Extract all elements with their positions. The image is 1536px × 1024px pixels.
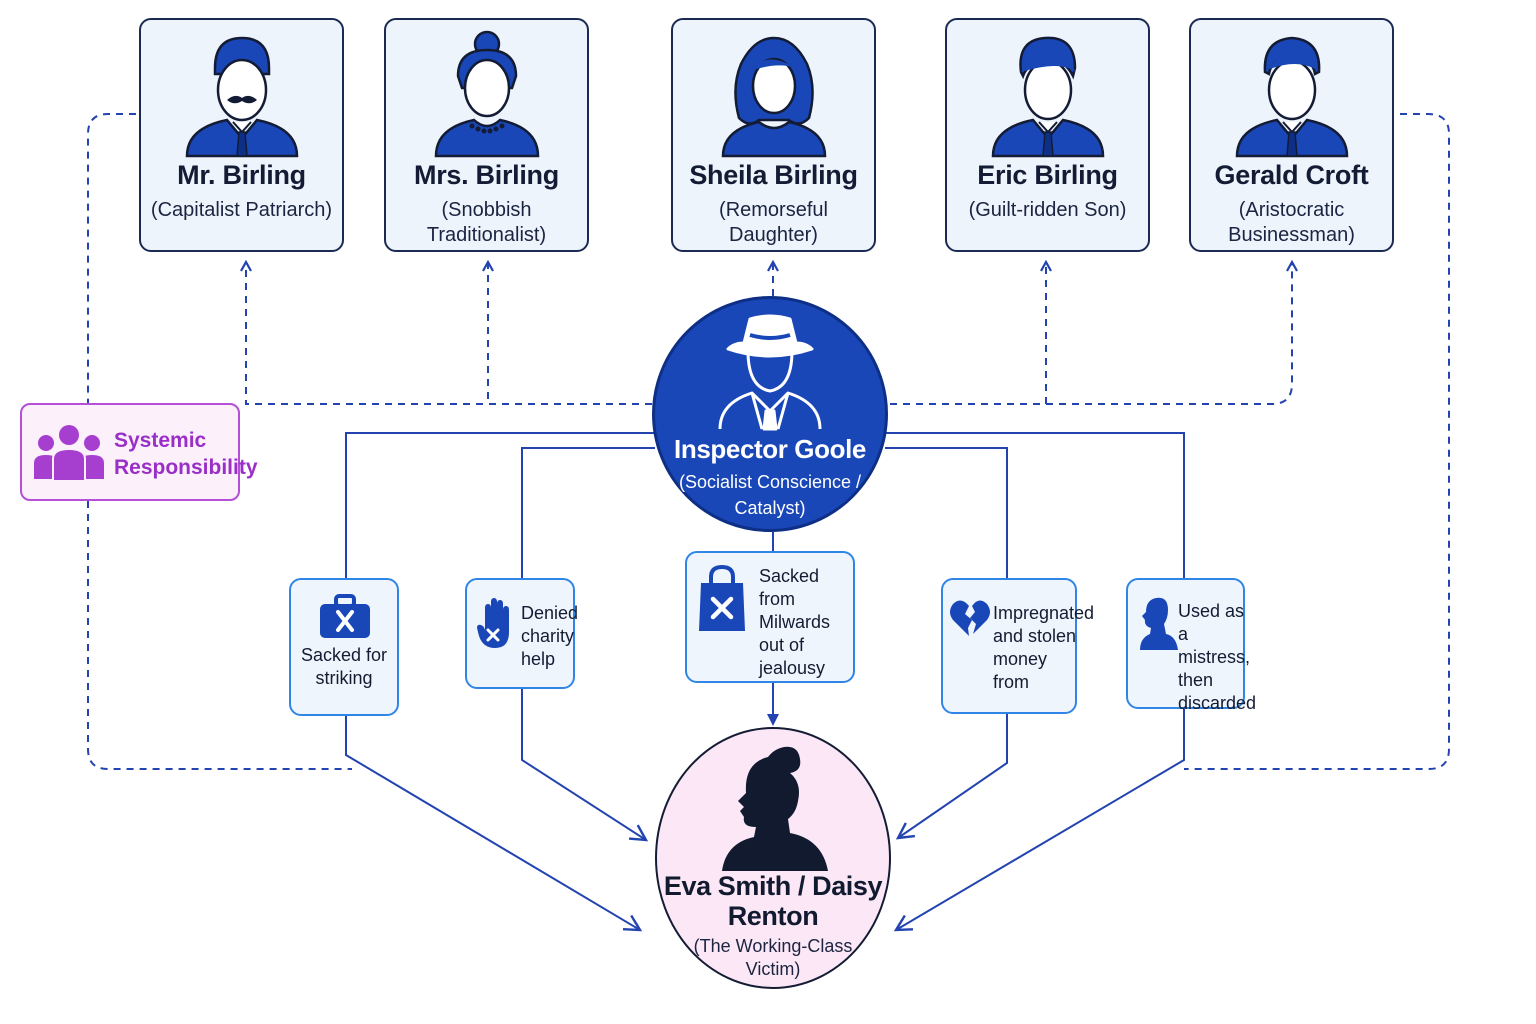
character-card-mrs-birling: Mrs. Birling (Snobbish Traditionalist) (384, 18, 589, 252)
solid-link-action-5 (880, 432, 1185, 578)
solid-link-action-1 (345, 432, 660, 578)
group-people-icon (34, 423, 104, 488)
action-card-sacked-for-striking: Sacked for striking (289, 578, 399, 716)
arrow-action-2-victim (521, 689, 649, 842)
systemic-responsibility-box: Systemic Responsibility (20, 403, 258, 501)
victim-name: Eva Smith / Daisy Renton (663, 871, 883, 931)
systemic-loop-right (1184, 113, 1450, 770)
dashed-link-mrs-birling (488, 262, 652, 405)
character-role: (Capitalist Patriarch) (150, 199, 333, 221)
inspector-goole-node: Inspector Goole (Socialist Conscience / … (652, 296, 888, 532)
solid-link-action-2 (521, 447, 655, 578)
woman-silhouette-icon (718, 743, 828, 876)
character-role: (Remorseful Daughter) (719, 199, 828, 246)
arrow-action-1-victim (345, 716, 643, 932)
action-text: Impregnated and stolen money from (993, 603, 1095, 692)
arrow-action-4-victim (895, 714, 1008, 840)
character-card-sheila-birling: Sheila Birling (Remorseful Daughter) (671, 18, 876, 252)
action-text: Used as a mistress, then discarded (1178, 601, 1257, 713)
young-man-icon (983, 28, 1113, 163)
systemic-loop-left (87, 113, 352, 770)
dashed-link-eric (890, 262, 1046, 405)
briefcase-x-icon (318, 594, 372, 645)
character-name: Eric Birling (977, 160, 1118, 190)
character-card-eric-birling: Eric Birling (Guilt-ridden Son) (945, 18, 1150, 252)
woman-with-bun-and-pearls-icon (422, 28, 552, 163)
character-name: Mrs. Birling (414, 160, 559, 190)
broken-heart-icon (949, 598, 991, 643)
eva-smith-victim-node: Eva Smith / Daisy Renton (The Working-Cl… (655, 727, 891, 989)
dashed-link-mr-birling (246, 262, 652, 405)
victim-role: (The Working-Class Victim) (693, 936, 853, 979)
solid-link-action-4 (885, 447, 1008, 578)
character-name: Gerald Croft (1214, 160, 1369, 190)
shopping-bag-x-icon (697, 564, 747, 638)
action-text: Sacked from Milwards out of jealousy (759, 566, 831, 678)
action-card-used-as-mistress: Used as a mistress, then discarded (1126, 578, 1256, 713)
businessman-icon (1227, 28, 1357, 163)
hand-x-icon (477, 598, 517, 655)
character-role: (Guilt-ridden Son) (968, 199, 1127, 221)
character-name: Sheila Birling (689, 160, 858, 190)
mustached-man-icon (177, 28, 307, 163)
character-card-mr-birling: Mr. Birling (Capitalist Patriarch) (139, 18, 344, 252)
action-text: Denied charity help (521, 603, 579, 669)
character-name: Mr. Birling (177, 160, 306, 190)
action-card-impregnated: Impregnated and stolen money from (941, 578, 1095, 714)
action-card-denied-charity-help: Denied charity help (465, 578, 579, 689)
woman-bust-silhouette-icon (1138, 594, 1178, 657)
character-card-gerald-croft: Gerald Croft (Aristocratic Businessman) (1189, 18, 1394, 252)
detective-hat-icon (710, 313, 830, 436)
character-role: (Aristocratic Businessman) (1228, 199, 1355, 246)
inspector-name: Inspector Goole (674, 434, 866, 464)
character-role: (Snobbish Traditionalist) (426, 199, 547, 246)
systemic-text: Systemic Responsibility (114, 429, 258, 479)
dashed-link-gerald (890, 262, 1292, 405)
action-text: Sacked for striking (300, 645, 388, 688)
young-woman-icon (709, 28, 839, 163)
arrow-action-5-victim (893, 709, 1185, 932)
action-card-sacked-from-milwards: Sacked from Milwards out of jealousy (685, 551, 855, 683)
inspector-role: (Socialist Conscience / Catalyst) (678, 472, 862, 518)
